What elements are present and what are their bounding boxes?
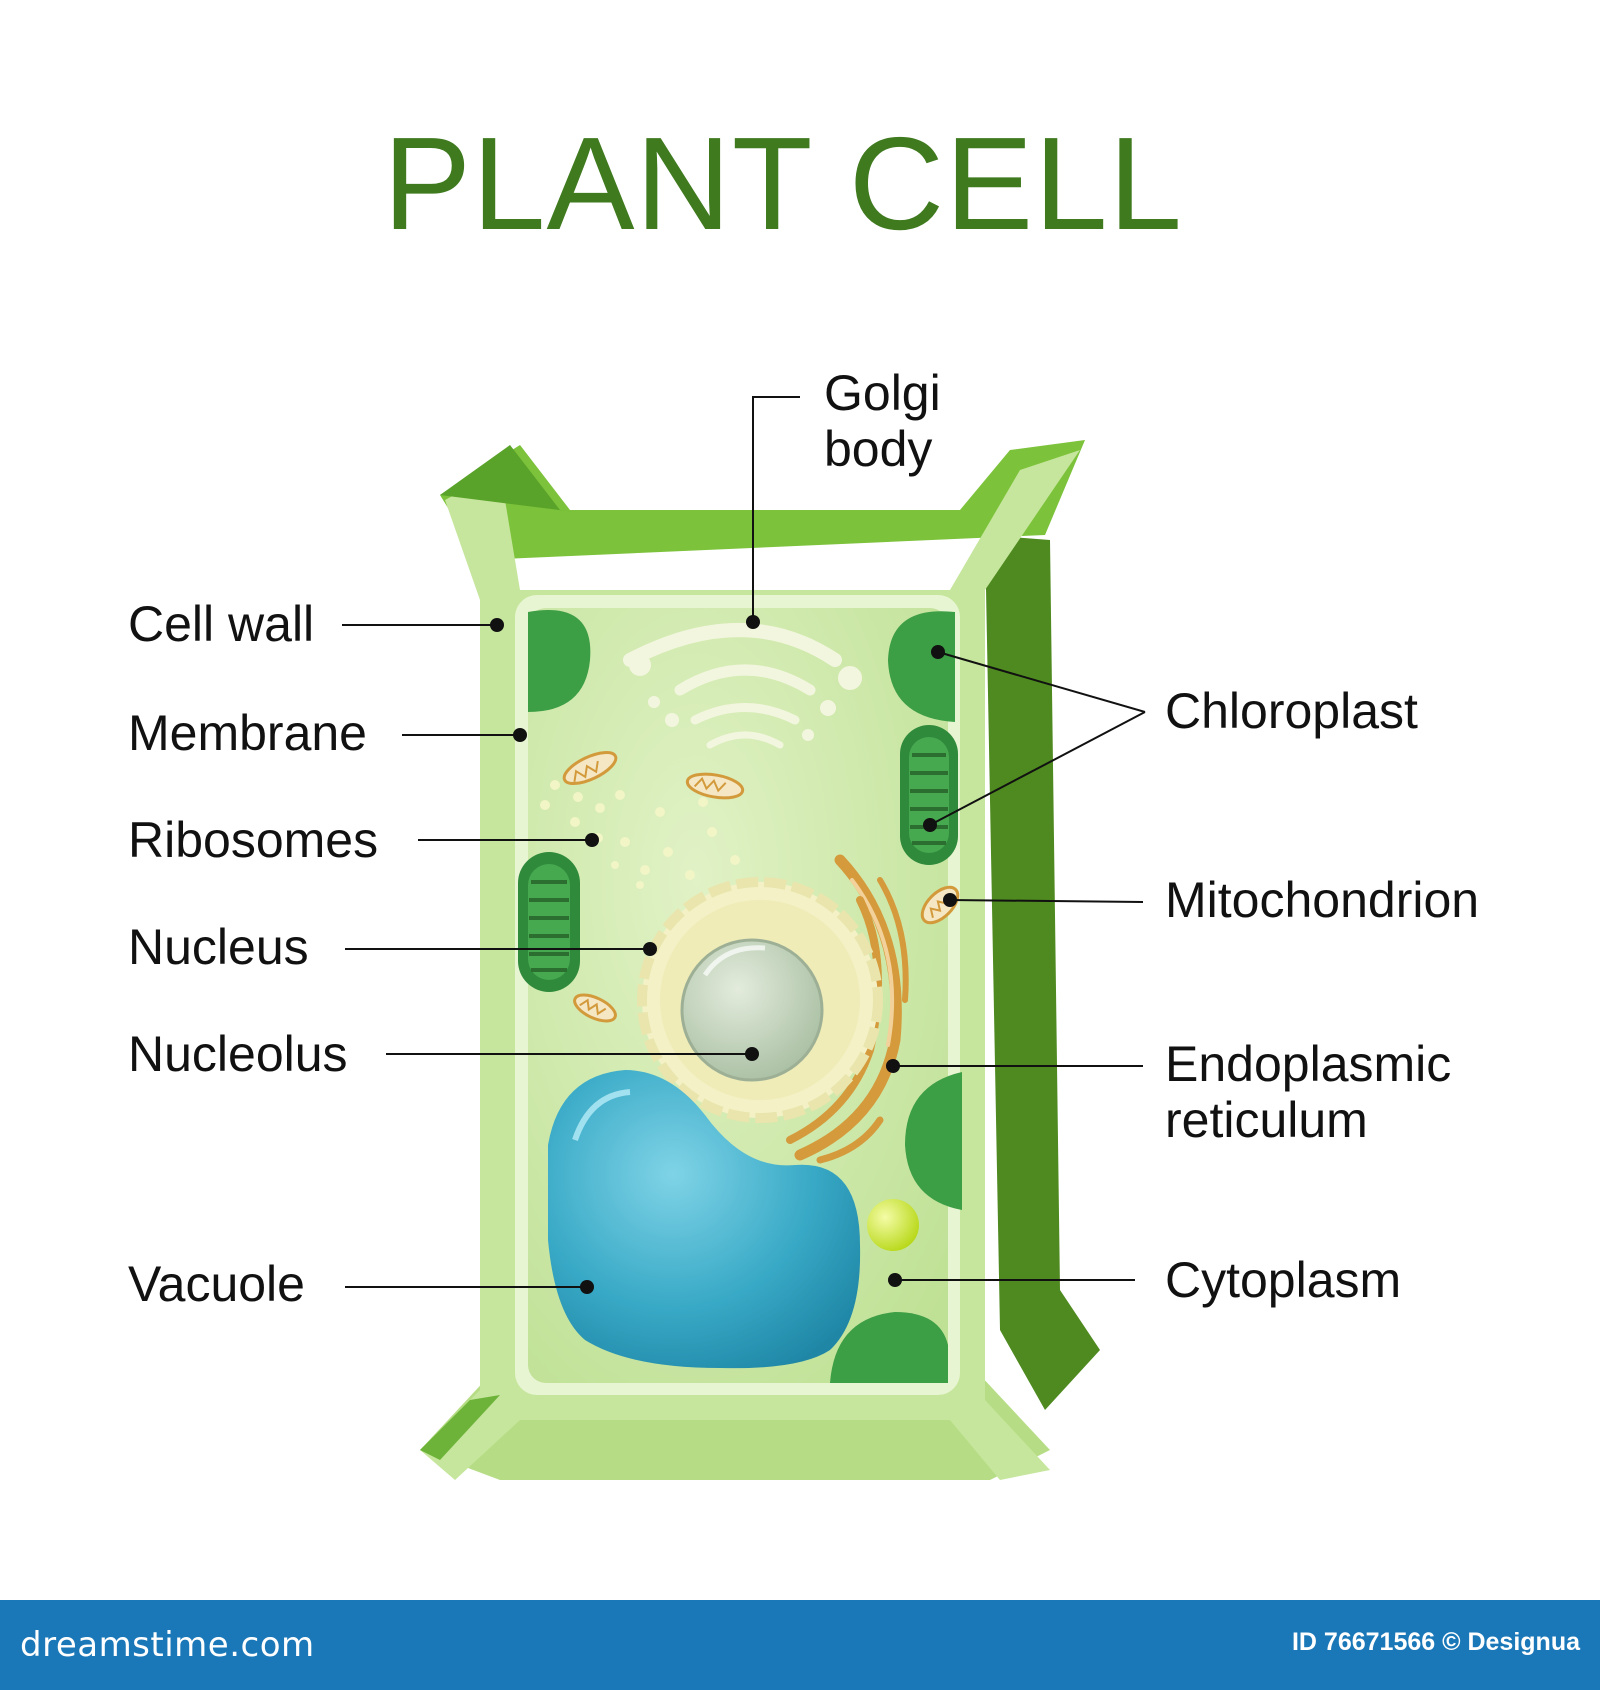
- golgi-body: [623, 623, 862, 749]
- endoplasmic-reticulum: [786, 854, 909, 1164]
- plant-cell-diagram: [342, 396, 1146, 1480]
- chloroplast-left-grana: [518, 852, 580, 992]
- chloroplast-right-middle: [905, 1072, 962, 1210]
- mitochondrion-2: [685, 772, 745, 800]
- leader-mitochondrion: [949, 899, 1144, 903]
- label-endoplasmic-reticulum: Endoplasmic reticulum: [1165, 1036, 1452, 1148]
- page-title: PLANT CELL: [383, 110, 1183, 257]
- label-cytoplasm: Cytoplasm: [1165, 1252, 1402, 1308]
- label-golgi-body: Golgi body: [824, 365, 941, 477]
- label-cell-wall: Cell wall: [128, 596, 315, 652]
- chloroplast-right-top: [888, 611, 955, 722]
- mitochondrion-3: [573, 993, 617, 1023]
- wall-top-face: [440, 440, 1085, 560]
- label-mitochondrion: Mitochondrion: [1165, 872, 1480, 928]
- vacuole-highlight: [572, 1089, 631, 1141]
- mitochondrion-1: [562, 751, 618, 785]
- leader-chloroplast-2: [929, 711, 1146, 826]
- label-nucleus: Nucleus: [128, 919, 309, 975]
- label-membrane: Membrane: [128, 705, 367, 761]
- label-vacuole: Vacuole: [128, 1256, 305, 1312]
- vesicle: [867, 1199, 919, 1251]
- label-ribosomes: Ribosomes: [128, 812, 379, 868]
- label-chloroplast: Chloroplast: [1165, 683, 1418, 739]
- vacuole: [548, 1070, 861, 1369]
- leader-chloroplast-1: [937, 651, 1146, 713]
- leader-dots: [490, 615, 957, 1294]
- wall-left-dark-edge: [420, 1395, 500, 1460]
- footer-bar: dreamstime.com ID 76671566 © Designua: [0, 1600, 1600, 1690]
- chloroplast-left-top: [528, 610, 591, 712]
- wall-right-face: [985, 535, 1100, 1410]
- footer-image-id: ID 76671566 © Designua: [1291, 1628, 1580, 1656]
- chloroplast-right-grana: [900, 725, 958, 865]
- leader-lines: [342, 396, 1146, 1288]
- leader-golgi: [752, 396, 800, 622]
- label-nucleolus: Nucleolus: [128, 1026, 348, 1082]
- chloroplast-bottom: [830, 1312, 948, 1383]
- wall-top-dark-edge: [440, 445, 575, 512]
- nucleus: [637, 877, 883, 1123]
- footer-brand[interactable]: dreamstime.com: [20, 1625, 315, 1665]
